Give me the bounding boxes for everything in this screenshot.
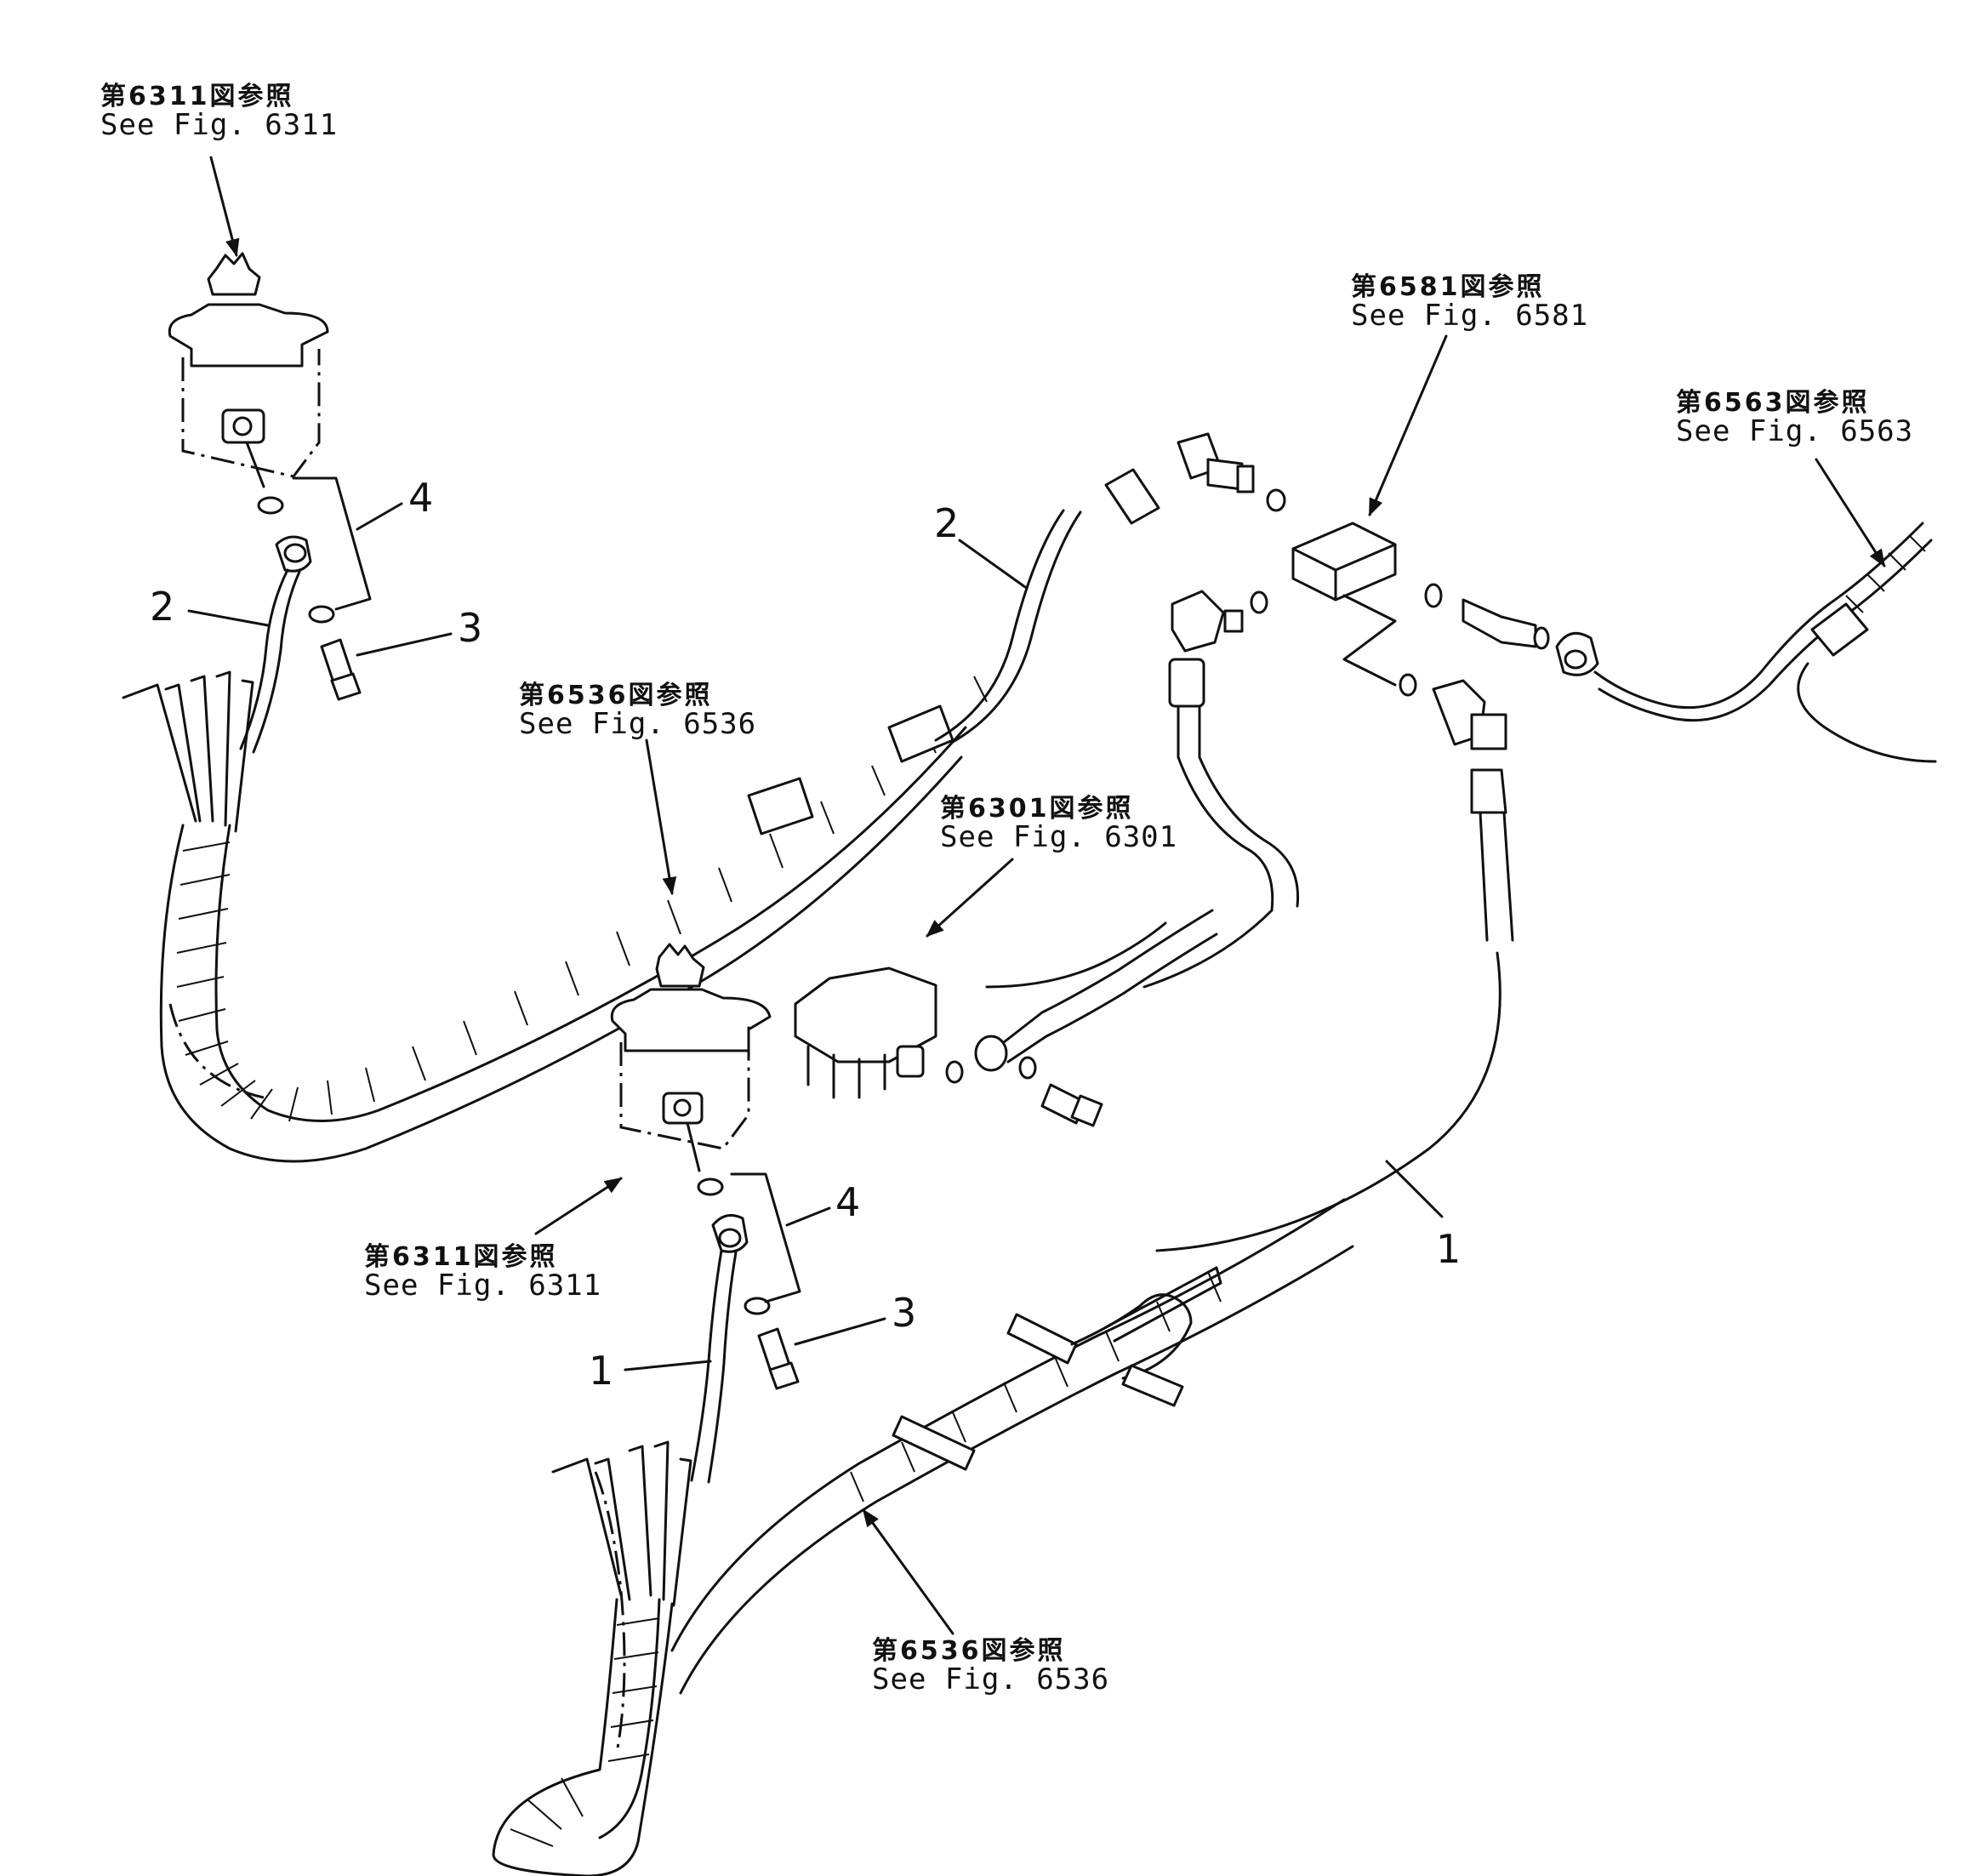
o-ring-bottom-lower [744,1297,771,1315]
pilot-valve-bottom [610,943,772,1172]
o-ring-bottom-upper [697,1177,724,1196]
ref-en: See Fig. 6536 [872,1662,1110,1696]
ref-label-6536-bottom: 第6536図参照 See Fig. 6536 [872,1638,1109,1695]
pressure-switch-6301 [794,967,937,1099]
washer-right-upper [1424,583,1443,608]
leader-2-right [958,539,1027,589]
hose-2-right [934,509,1065,742]
callout-2-right: 2 [934,500,960,546]
ref-jp: 第6311図参照 [364,1242,558,1272]
harness-bottom-centerline [594,1471,626,1753]
banjo-fitting-6301 [974,909,1218,1072]
bolt-3-bottom [757,1327,800,1390]
bolt-6301 [1040,1083,1103,1127]
hose-1-bottom [690,1249,738,1484]
ref-jp: 第6536図参照 [519,681,713,710]
harness-main-loop [159,676,988,1163]
arrow-ref-6563 [1815,458,1886,567]
arrow-ref-6581 [1368,334,1448,516]
clamp-6563 [1810,602,1869,657]
callout-1-right: 1 [1436,1226,1462,1272]
o-ring-top-lower [308,605,335,624]
ref-jp: 第6563図参照 [1676,388,1870,418]
leader-2-left [187,609,270,627]
nut-right-lower-hose [1470,768,1507,814]
hose-1-right [1479,811,1514,942]
hose-to-6563 [1593,522,1924,710]
ref-jp: 第6536図参照 [872,1636,1066,1666]
ref-en: See Fig. 6301 [940,819,1178,854]
arrow-ref-6311-top [209,156,240,258]
leader-3-top [356,632,453,657]
callout-3-top: 3 [458,605,483,651]
hose-2-left [239,568,289,750]
arrow-ref-6536-mid [645,738,677,896]
callout-4-top: 4 [408,475,434,521]
leader-1-bottom [624,1360,712,1371]
arrow-ref-6536-bottom [862,1508,954,1635]
harness-main-centerline [168,1003,265,1099]
pilot-valve-top [168,252,329,488]
washer-left [1250,590,1268,614]
callout-2-left: 2 [150,584,175,630]
bolt-3-top [320,638,362,701]
leader-3-bottom [794,1317,886,1346]
straight-fitting-right [1462,598,1550,650]
hose-bundle-left-ends [122,670,254,833]
ref-label-6536-mid: 第6536図参照 See Fig. 6536 [519,682,756,739]
arrow-ref-6311-bottom [534,1177,623,1235]
bracket-4-top [292,476,372,611]
bracket-tee-block [1342,594,1397,687]
ref-en: See Fig. 6581 [1351,298,1589,333]
ref-label-6311-top: 第6311図参照 See Fig. 6311 [100,83,338,140]
washer-right-lower [1399,673,1417,697]
callout-4-bottom: 4 [835,1179,861,1225]
o-ring-top-upper [257,496,284,515]
elbow-fitting-upper [1177,432,1255,493]
ref-jp: 第6311図参照 [100,82,294,111]
ref-jp: 第6581図参照 [1351,272,1545,302]
callout-3-bottom: 3 [892,1290,917,1336]
leader-4-top [356,502,403,531]
elbow-fitting-left [1171,590,1244,653]
bracket-4-bottom [730,1172,801,1303]
tee-block [1291,522,1397,602]
leader-1-right [1385,1160,1444,1218]
ref-label-6301: 第6301図参照 See Fig. 6301 [940,795,1177,852]
banjo-fitting-bottom [711,1213,749,1253]
banjo-fitting-right [1555,631,1599,676]
banjo-fitting-top [275,535,312,573]
ref-label-6563: 第6563図参照 See Fig. 6563 [1676,390,1913,447]
washer-6301-b [1018,1056,1037,1080]
ref-en: See Fig. 6311 [100,107,339,142]
elbow-fitting-right-lower [1432,679,1507,750]
ref-label-6581: 第6581図参照 See Fig. 6581 [1351,274,1588,331]
arrow-ref-6301 [926,858,1014,938]
ref-en: See Fig. 6563 [1676,413,1914,448]
ref-label-6311-bottom: 第6311図参照 See Fig. 6311 [364,1244,601,1301]
ref-jp: 第6301図参照 [940,794,1134,824]
ref-en: See Fig. 6311 [364,1268,602,1303]
hose-bundle-bottom-ends [551,1440,692,1607]
hose-left-elbow-down [1143,679,1274,989]
leader-4-bottom [785,1206,831,1227]
washer-6301-a [945,1060,964,1084]
ref-en: See Fig. 6536 [519,706,757,741]
washer-upper [1266,488,1286,512]
nut-hose-2-right [1104,468,1160,525]
harness-bottom-loop [492,1198,1354,1876]
callout-1-bottom: 1 [589,1348,614,1394]
nut-left-elbow [1168,658,1205,708]
